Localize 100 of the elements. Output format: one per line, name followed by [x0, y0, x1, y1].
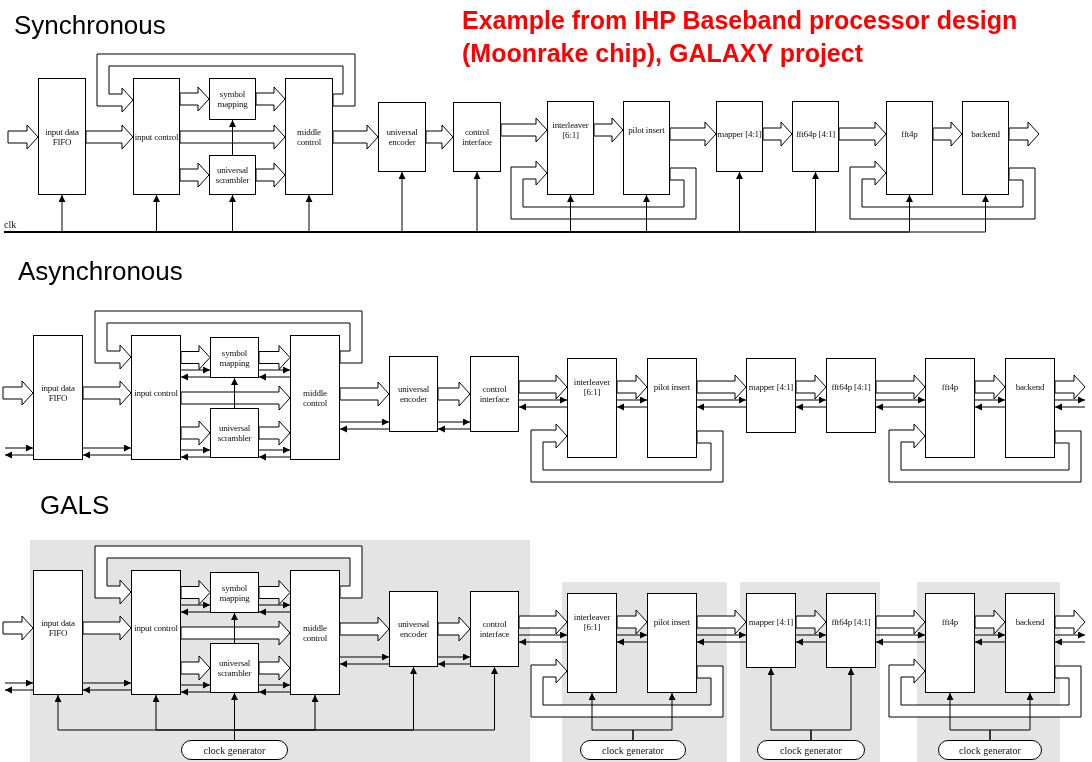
block-label: middle control [301, 622, 329, 644]
block-label: input control [133, 622, 179, 634]
data-flow-arrow [849, 160, 1036, 220]
block-label: input data FIFO [40, 617, 76, 639]
data-flow-arrow [82, 380, 132, 406]
signal-arrow [518, 396, 568, 404]
data-flow-arrow [2, 615, 34, 641]
process-block [33, 335, 83, 460]
process-block [567, 593, 617, 693]
signal-arrow [258, 373, 291, 381]
block-label: pilot insert [652, 616, 692, 628]
data-flow-arrow [258, 345, 291, 370]
data-flow-arrow [179, 86, 210, 112]
process-block [647, 358, 697, 458]
signal-arrow [231, 612, 238, 644]
data-flow-arrow [500, 117, 548, 143]
section-heading: GALS [40, 490, 110, 521]
block-label: mapper [4:1] [747, 381, 795, 393]
signal-arrow [258, 681, 291, 689]
block-label: interleaver [6:1] [551, 119, 590, 141]
process-block [453, 102, 501, 172]
block-label: control interface [461, 126, 493, 148]
data-flow-arrow [616, 374, 648, 400]
signal-label: clk [4, 219, 22, 232]
data-flow-arrow [974, 374, 1006, 400]
signal-arrow [339, 418, 390, 426]
block-label: backend [970, 128, 1001, 140]
data-flow-arrow [530, 658, 724, 718]
block-label: fft64p [4:1] [830, 616, 872, 628]
block-label: fft64p [4:1] [830, 381, 872, 393]
data-flow-arrow [974, 609, 1006, 635]
signal-arrow [4, 444, 34, 452]
data-flow-arrow [875, 374, 926, 400]
signal-arrow [616, 638, 648, 646]
signal-arrow [4, 451, 34, 459]
signal-arrow [1054, 638, 1086, 646]
signal-arrow [696, 403, 747, 411]
signal-arrow [437, 660, 471, 668]
process-block [470, 591, 519, 667]
signal-arrow [974, 638, 1006, 646]
signal-arrow [875, 403, 926, 411]
data-flow-arrow [696, 374, 747, 400]
signal-arrow [180, 373, 211, 381]
block-label: fft64p [4:1] [794, 128, 837, 140]
process-block [792, 101, 839, 172]
data-flow-arrow [7, 124, 39, 150]
signal-arrow [875, 396, 926, 404]
signal-arrow [4, 679, 34, 687]
section-heading: Synchronous [14, 10, 166, 41]
signal-arrow [180, 453, 211, 461]
data-flow-arrow [425, 124, 454, 150]
signal-arrow [795, 403, 827, 411]
signal-arrow [258, 601, 291, 609]
signal-arrow [875, 631, 926, 639]
process-block [623, 101, 670, 195]
process-block [38, 78, 86, 195]
process-block [826, 358, 876, 433]
signal-arrow [258, 688, 291, 696]
process-block [925, 593, 975, 693]
signal-arrow [437, 425, 471, 433]
signal-arrow [258, 453, 291, 461]
block-label: input data FIFO [40, 382, 76, 404]
signal-arrow [974, 396, 1006, 404]
process-block [210, 572, 259, 613]
signal-arrow [1054, 403, 1086, 411]
data-flow-arrow [1008, 121, 1040, 147]
signal-arrow [518, 638, 568, 646]
process-block [378, 102, 426, 172]
block-label: middle control [301, 387, 329, 409]
process-block [210, 337, 259, 378]
signal-arrow [258, 608, 291, 616]
signal-arrow [180, 366, 211, 374]
data-flow-arrow [94, 310, 363, 370]
signal-arrow [616, 396, 648, 404]
signal-arrow [229, 119, 236, 156]
process-block [962, 101, 1009, 195]
data-flow-arrow [255, 162, 286, 188]
process-block [746, 593, 796, 668]
section-heading: Asynchronous [18, 256, 183, 287]
block-label: control interface [478, 618, 511, 640]
signal-arrow [518, 403, 568, 411]
process-block [389, 591, 438, 667]
data-flow-arrow [838, 121, 887, 147]
signal-arrow [258, 446, 291, 454]
signal-arrow [1054, 631, 1086, 639]
block-label: symbol mapping [218, 347, 251, 368]
signal-arrow [180, 446, 211, 454]
data-flow-arrow [888, 658, 1082, 718]
signal-arrow [339, 425, 390, 433]
process-block [131, 570, 181, 695]
block-label: universal encoder [385, 126, 419, 148]
process-block [716, 101, 763, 172]
data-flow-arrow [593, 117, 624, 143]
data-flow-arrow [339, 616, 390, 642]
block-label: backend [1014, 616, 1046, 628]
signal-arrow [231, 377, 238, 409]
data-flow-arrow [518, 609, 568, 635]
data-flow-arrow [94, 545, 363, 605]
clock-domain-region [740, 582, 880, 762]
data-flow-arrow [258, 655, 291, 681]
